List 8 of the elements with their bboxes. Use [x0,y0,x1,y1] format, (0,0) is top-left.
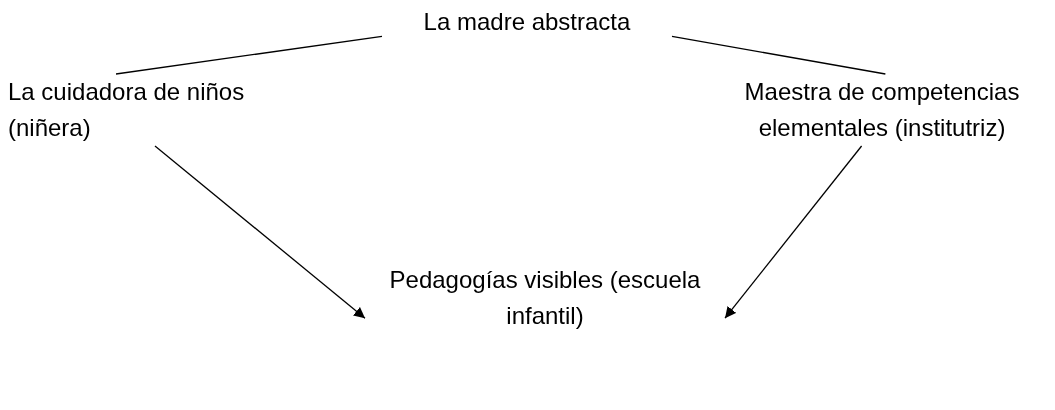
connector-line [671,35,887,75]
arrow [724,145,863,319]
node-label: La madre abstracta [422,7,632,37]
node-label: Maestra de competencias elementales (institutriz) [743,77,1021,143]
node-label: La cuidadora de niños (niñera) [8,77,246,143]
node-label: Pedagogías visibles (escuela infantil) [388,265,702,331]
connector-line [115,35,383,75]
arrow [154,145,366,319]
